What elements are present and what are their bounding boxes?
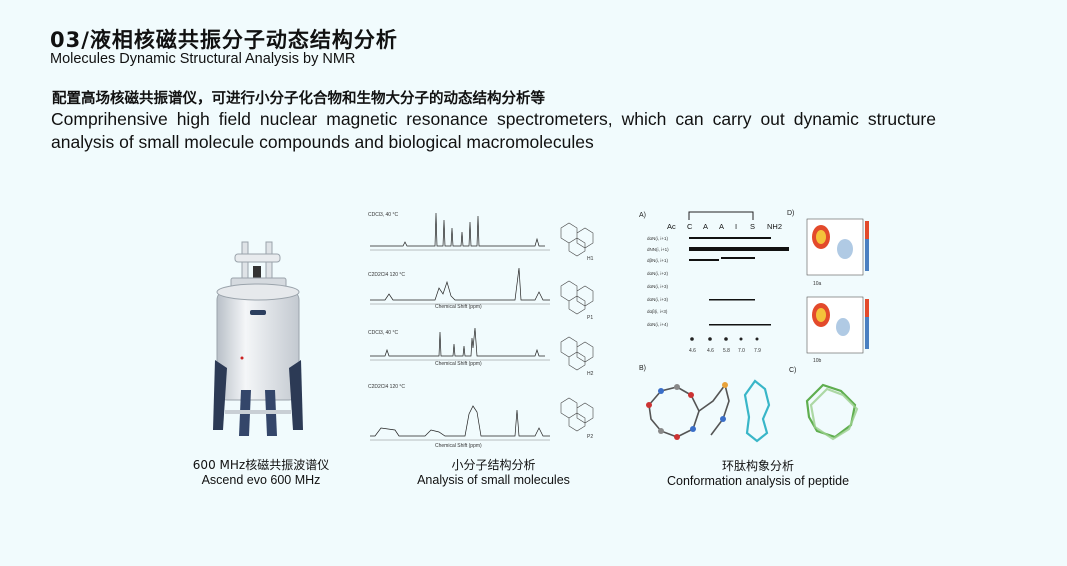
panel-label-b: B)	[639, 365, 646, 372]
caption-cn: 小分子结构分析	[451, 458, 536, 472]
section-description: Comprihensive high field nuclear magneti…	[51, 109, 936, 152]
spectrum-solvent-1: CDCl3, 40 °C	[368, 212, 398, 218]
caption-en: Conformation analysis of peptide	[666, 474, 850, 488]
svg-text:dNN(i, i+1): dNN(i, i+1)	[647, 247, 669, 252]
sequence-residue: Ac	[667, 222, 676, 231]
nmr-spectrometer-image	[213, 241, 303, 436]
caption-cn: 环肽构象分析	[721, 459, 794, 473]
figure-caption-peptide: 环肽构象分析 Conformation analysis of peptide	[650, 459, 866, 489]
sequence-residue: A	[719, 222, 724, 231]
compound-label-1: H1	[587, 256, 594, 262]
svg-text:dαβ(i, i+3): dαβ(i, i+3)	[647, 309, 668, 314]
svg-text:dαN(i, i+3): dαN(i, i+3)	[647, 297, 668, 302]
caption-cn: 600 MHz核磁共振波谱仪	[192, 458, 330, 472]
figure-caption-small-molecules: 小分子结构分析 Analysis of small molecules	[400, 458, 587, 488]
sequence-residue: S	[750, 222, 755, 231]
compound-label-4: P2	[587, 434, 593, 440]
panel-label-c: C)	[789, 367, 796, 374]
small-molecule-spectra: CDCl3, 40 °C C2D2Cl4 120 °C CDCl3, 40 °C…	[368, 212, 594, 448]
caption-en: Ascend evo 600 MHz	[201, 473, 321, 487]
spectrum-solvent-4: C2D2Cl4 120 °C	[368, 384, 405, 390]
svg-text:5.8: 5.8	[723, 348, 730, 354]
caption-en: Analysis of small molecules	[417, 473, 570, 487]
sequence-residue: A	[703, 222, 708, 231]
panel-label-d: D)	[787, 210, 794, 217]
svg-text:dβN(i, i+1): dβN(i, i+1)	[647, 258, 668, 263]
svg-text:dαN(i, i+2): dαN(i, i+2)	[647, 271, 668, 276]
spectrum-axis-label-3: Chemical Shift (ppm)	[435, 361, 482, 367]
plot-label-10a: 10a	[813, 281, 822, 287]
svg-text:4.6: 4.6	[689, 348, 696, 354]
page-subtitle: Molecules Dynamic Structural Analysis by…	[50, 51, 356, 67]
svg-text:dαN(i, i+1): dαN(i, i+1)	[647, 236, 668, 241]
compound-label-2: P1	[587, 315, 593, 321]
svg-text:dαN(i, i+4): dαN(i, i+4)	[647, 322, 668, 327]
section-heading: 配置高场核磁共振谱仪，可进行小分子化合物和生物大分子的动态结构分析等	[52, 91, 545, 107]
spectrum-axis-label-2: Chemical Shift (ppm)	[435, 304, 482, 310]
spectrum-solvent-2: C2D2Cl4 120 °C	[368, 272, 405, 278]
plot-label-10b: 10b	[813, 358, 822, 364]
sequence-residue: C	[687, 222, 693, 231]
spectrum-axis-label-4: Chemical Shift (ppm)	[435, 443, 482, 448]
sequence-residue: I	[735, 222, 737, 231]
page-title: 03/液相核磁共振分子动态结构分析	[50, 28, 398, 52]
panel-label-a: A)	[639, 212, 646, 219]
peptide-conformation-figure: A) D) B) C) Ac C A A I S NH2 dαN(i, i+1)…	[639, 210, 869, 443]
svg-text:7.9: 7.9	[754, 348, 761, 354]
svg-text:7.0: 7.0	[738, 348, 745, 354]
svg-text:dαN(i, i+3): dαN(i, i+3)	[647, 284, 668, 289]
svg-text:4.6: 4.6	[707, 348, 714, 354]
figure-caption-spectrometer: 600 MHz核磁共振波谱仪 Ascend evo 600 MHz	[176, 458, 346, 488]
sequence-residue: NH2	[767, 222, 782, 231]
spectrum-solvent-3: CDCl3, 40 °C	[368, 330, 398, 336]
compound-label-3: H2	[587, 371, 594, 377]
